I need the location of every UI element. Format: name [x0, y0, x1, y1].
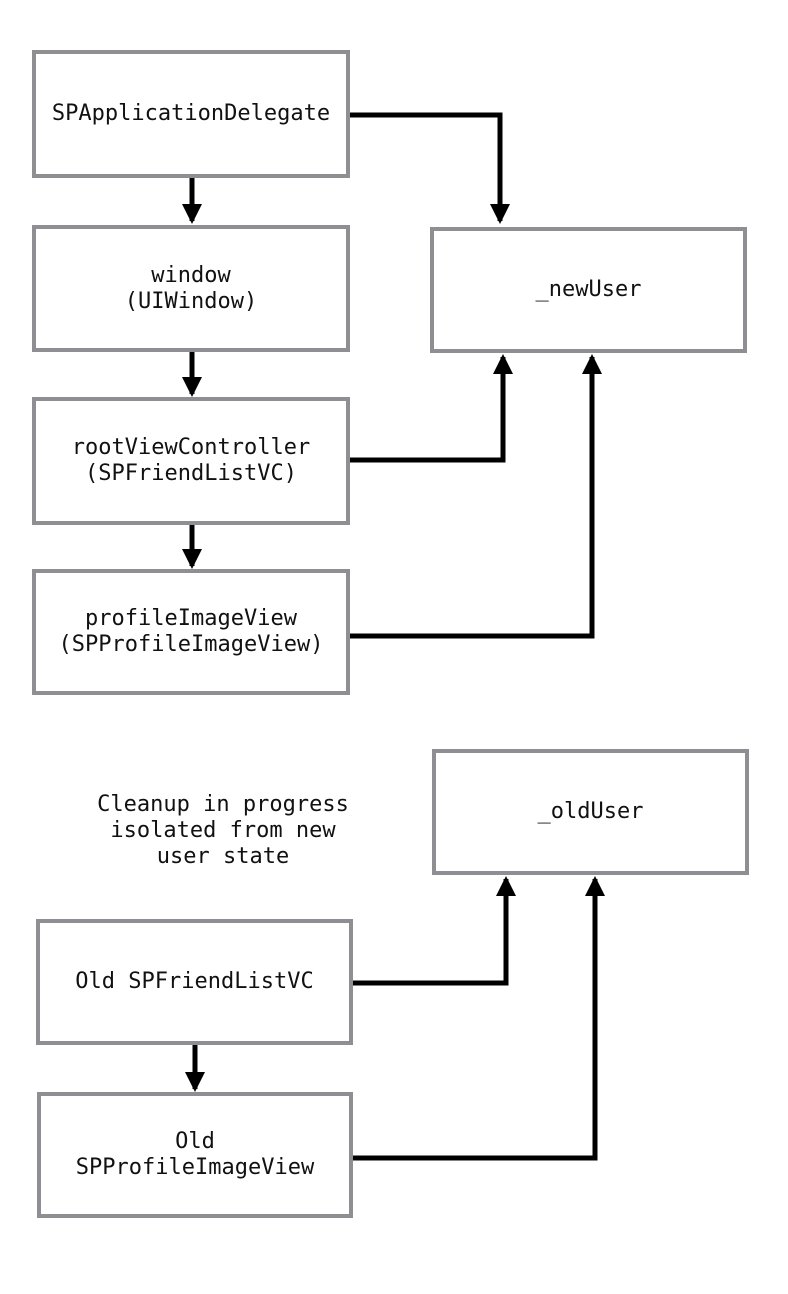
box-old-profile-image-view: Old SPProfileImageView — [37, 1092, 353, 1218]
arrow-oldprofileimageview-to-olduser — [353, 876, 605, 1161]
cleanup-note: Cleanup in progress isolated from new us… — [97, 792, 349, 869]
box-old-friend-list-vc: Old SPFriendListVC — [36, 919, 353, 1045]
box-old-user: _oldUser — [432, 749, 749, 875]
box-root-view-controller: rootViewController (SPFriendListVC) — [32, 397, 350, 525]
arrow-oldfriendlistvc-to-olduser — [353, 876, 516, 986]
arrow-appdelegate-to-newuser — [350, 112, 510, 224]
arrow-rootvc-to-newuser — [350, 354, 513, 463]
arrow-profileimageview-to-newuser — [350, 354, 602, 639]
box-profile-image-view: profileImageView (SPProfileImageView) — [32, 569, 350, 695]
box-sp-application-delegate: SPApplicationDelegate — [32, 50, 350, 178]
box-window-uiwindow: window (UIWindow) — [32, 225, 350, 352]
box-new-user: _newUser — [430, 227, 747, 353]
